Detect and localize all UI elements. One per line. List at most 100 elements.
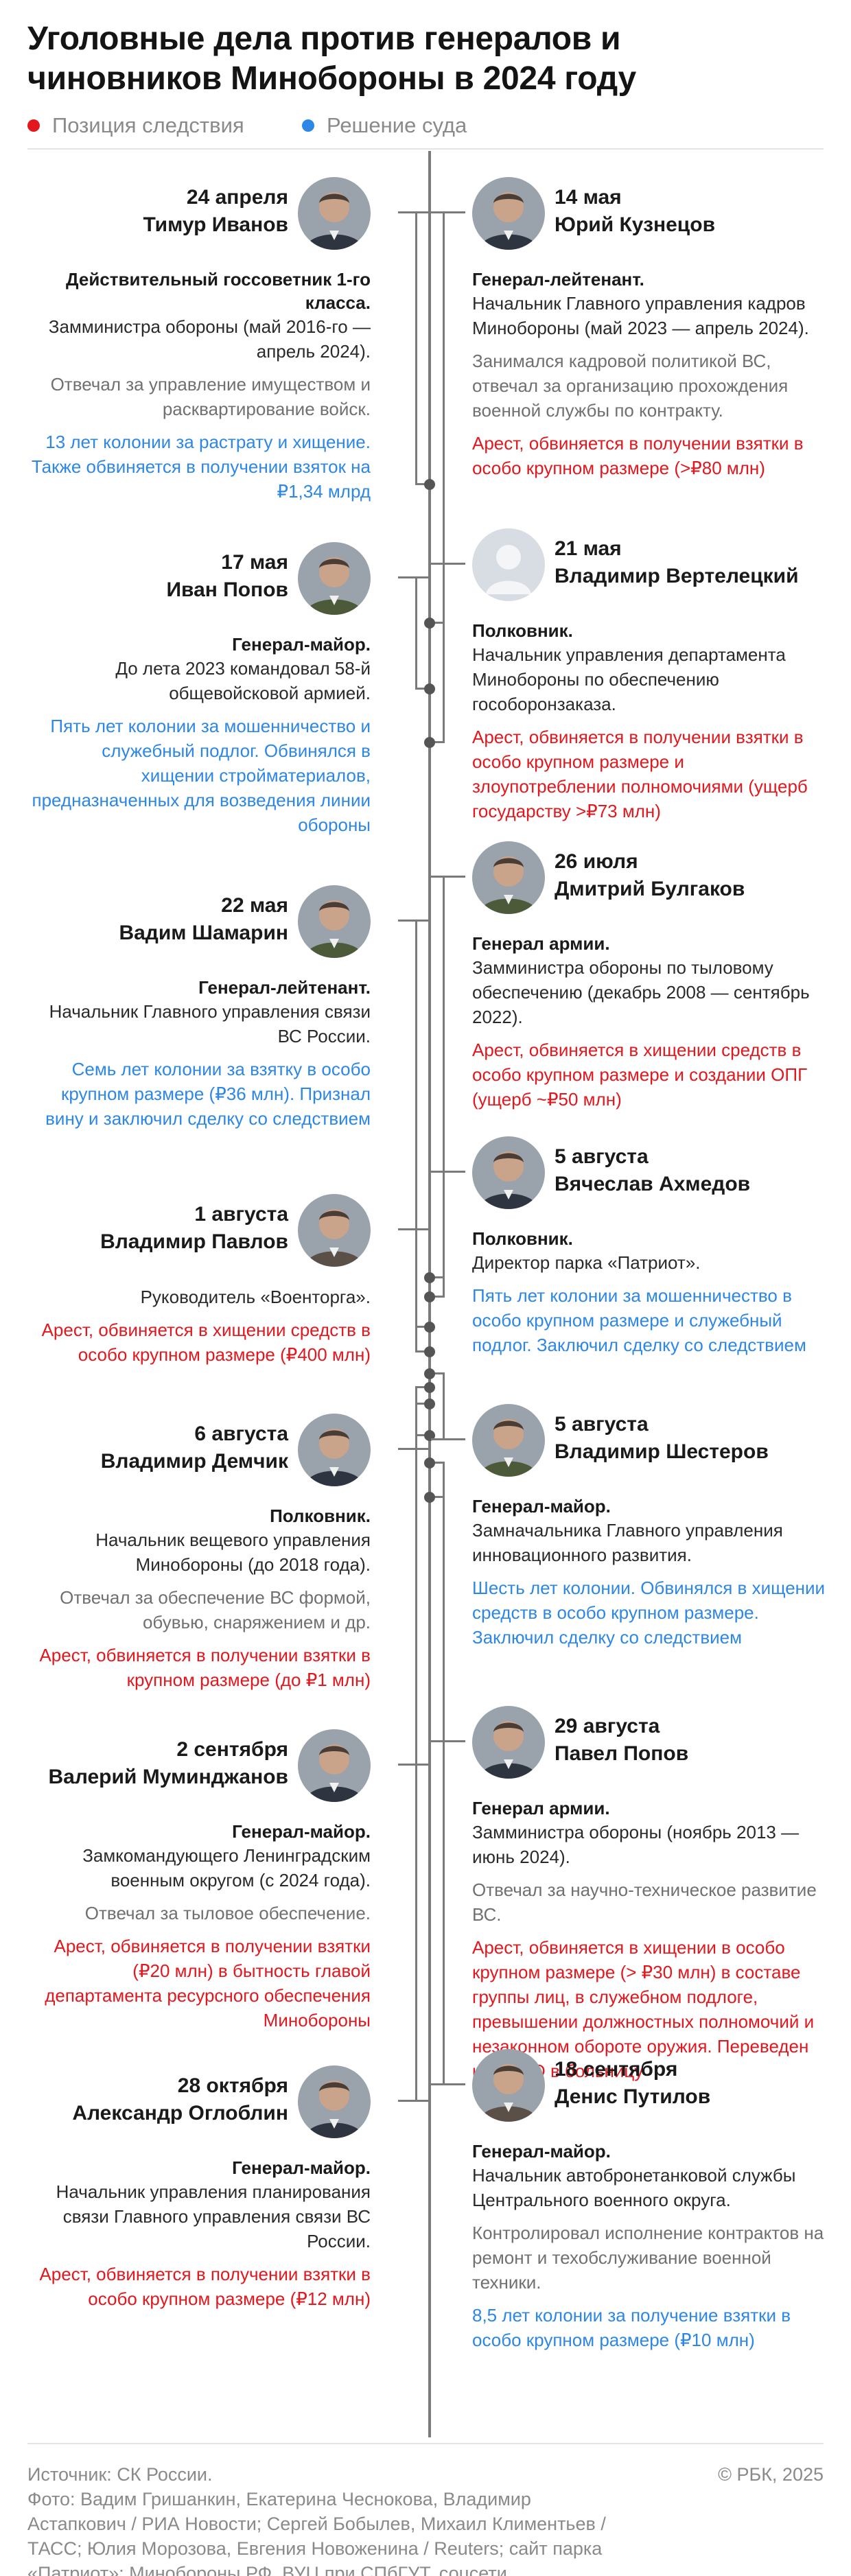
red-dot-icon — [27, 119, 40, 132]
timeline-connector — [431, 1372, 445, 1374]
person-photo — [472, 1404, 545, 1477]
person-photo — [298, 1729, 371, 1802]
timeline-node — [424, 1291, 435, 1302]
case-body: Генерал-майор.Замкомандующего Ленинградс… — [27, 1820, 371, 2033]
timeline-connector — [398, 920, 430, 922]
case-person-name: Дмитрий Булгаков — [555, 878, 745, 900]
case-body: Руководитель «Военторга».Арест, обвиняет… — [27, 1285, 371, 1367]
case-investigation-status: Арест, обвиняется в получении взятки в к… — [39, 1645, 371, 1690]
timeline-node — [424, 1272, 435, 1283]
case-person-name: Павел Попов — [555, 1742, 689, 1765]
case-court-verdict: 13 лет колонии за растрату и хищение. Та… — [31, 432, 371, 502]
timeline-connector — [443, 211, 445, 622]
case-person-name: Александр Оглоблин — [72, 2102, 288, 2124]
person-photo — [298, 1414, 371, 1486]
timeline-connector — [431, 1276, 445, 1278]
case-person-name: Денис Путилов — [555, 2085, 711, 2108]
case-position: Замначальника Главного управления иннова… — [472, 1520, 783, 1565]
case-court-verdict: Пять лет колонии за мошенничество и служ… — [32, 716, 371, 835]
case-body: Полковник.Директор парка «Патриот».Пять … — [472, 1227, 829, 1357]
timeline-connector — [415, 1350, 430, 1353]
timeline-node — [424, 1346, 435, 1357]
timeline-connector — [415, 1228, 417, 1326]
case-date: 29 августа — [555, 1715, 660, 1737]
timeline-connector — [415, 1403, 430, 1405]
timeline-connector — [431, 1462, 445, 1464]
case-date: 22 мая — [221, 894, 288, 917]
case-date: 6 августа — [194, 1422, 288, 1445]
timeline-connector — [415, 920, 417, 1350]
timeline-connector — [431, 1496, 445, 1498]
legend-label: Решение суда — [327, 113, 467, 137]
case-person-name: Владимир Демчик — [100, 1450, 288, 1473]
case-responsibility: Занимался кадровой политикой ВС, отвечал… — [472, 351, 789, 421]
timeline-connector — [415, 1434, 430, 1436]
timeline-node — [424, 479, 435, 490]
case-position: До лета 2023 командовал 58-й общевойсков… — [115, 658, 371, 703]
timeline-connector — [431, 2083, 465, 2085]
case-body: Генерал-майор.До лета 2023 командовал 58… — [27, 633, 371, 837]
case-body: Генерал армии.Замминистра обороны по тыл… — [472, 932, 829, 1112]
timeline-connector — [443, 563, 445, 741]
case-position: Замминистра обороны (ноябрь 2013 — июнь … — [472, 1822, 800, 1867]
timeline-connector — [431, 622, 445, 624]
timeline-node — [424, 1492, 435, 1503]
case-body: Генерал-майор.Начальник автобронетанково… — [472, 2140, 829, 2352]
person-photo — [298, 542, 371, 615]
case-date: 28 октября — [177, 2074, 288, 2097]
timeline-connector — [431, 741, 445, 743]
case-rank: Генерал-майор. — [472, 1496, 611, 1517]
case-body: Генерал-майор.Начальник управления плани… — [27, 2156, 371, 2311]
case-person-name: Владимир Шестеров — [555, 1440, 769, 1463]
blue-dot-icon — [302, 119, 314, 132]
case-body: Действительный госсоветник 1-го класса.З… — [27, 268, 371, 504]
case-body: Полковник.Начальник вещевого управления … — [27, 1504, 371, 1692]
timeline-connector — [415, 1386, 430, 1388]
person-photo — [472, 1136, 545, 1209]
case-date: 1 августа — [194, 1203, 288, 1226]
timeline-connector — [398, 211, 430, 213]
case-body: Генерал-лейтенант.Начальник Главного упр… — [27, 976, 371, 1131]
footer-source-line: Фото: Вадим Гришанкин, Екатерина Чесноко… — [27, 2489, 606, 2576]
timeline-connector — [398, 1228, 430, 1230]
timeline-connector — [415, 211, 417, 483]
timeline-connector — [415, 576, 417, 688]
case-rank: Генерал армии. — [472, 933, 610, 954]
case-date: 5 августа — [555, 1413, 649, 1436]
footer-copyright: © РБК, 2025 — [718, 2464, 824, 2485]
case-position: Руководитель «Военторга». — [140, 1287, 371, 1307]
case-date: 18 сентября — [555, 2058, 678, 2081]
case-person-name: Тимур Иванов — [143, 213, 288, 236]
footer-source: Источник: СК России.Фото: Вадим Гришанки… — [27, 2462, 631, 2576]
case-rank: Действительный госсоветник 1-го класса. — [66, 269, 371, 313]
timeline-connector — [443, 1372, 445, 1438]
case-investigation-status: Арест, обвиняется в получении взятки (₽2… — [45, 1936, 371, 2030]
timeline-connector — [431, 563, 465, 565]
case-position: Начальник управления планирования связи … — [56, 2181, 371, 2251]
timeline-connector — [431, 1438, 465, 1440]
case-date: 14 мая — [555, 186, 622, 209]
case-body: Генерал-майор. Замначальника Главного упр… — [472, 1495, 829, 1650]
divider — [27, 2443, 824, 2444]
case-responsibility: Контролировал исполнение контрактов на р… — [472, 2223, 824, 2293]
case-rank: Генерал-майор. — [472, 2141, 611, 2162]
case-rank: Генерал-майор. — [232, 1821, 371, 1842]
legend-item-investigation: Позиция следствия — [27, 113, 244, 138]
case-court-verdict: Шесть лет колонии. Обвинялся в хищении с… — [472, 1578, 826, 1648]
case-investigation-status: Арест, обвиняется в получении взятки в о… — [472, 433, 804, 478]
